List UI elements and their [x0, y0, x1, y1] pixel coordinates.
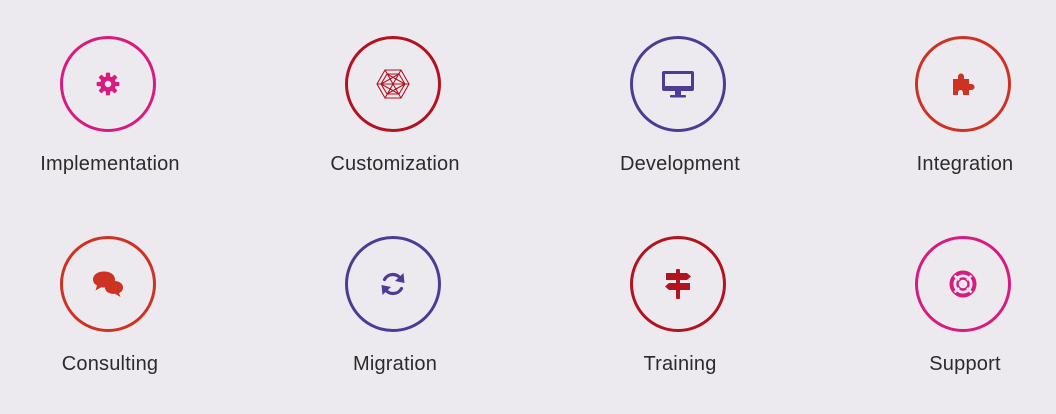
refresh-icon: [381, 272, 405, 296]
icon-circle: [630, 36, 726, 132]
service-label: Development: [619, 153, 741, 175]
signpost-icon: [665, 269, 691, 299]
service-customization[interactable]: Customization: [285, 36, 505, 196]
gear-icon: [96, 72, 120, 96]
service-migration[interactable]: Migration: [285, 236, 505, 396]
service-label: Training: [643, 353, 717, 375]
service-training[interactable]: Training: [570, 236, 790, 396]
service-label: Customization: [330, 153, 460, 175]
icon-circle: [60, 236, 156, 332]
service-integration[interactable]: Integration: [855, 36, 1056, 196]
icon-circle: [345, 236, 441, 332]
service-label: Migration: [352, 353, 438, 375]
service-development[interactable]: Development: [570, 36, 790, 196]
service-label: Integration: [916, 153, 1014, 175]
puzzle-piece-icon: [953, 73, 975, 95]
icon-circle: [60, 36, 156, 132]
monitor-icon: [662, 71, 694, 98]
service-label: Consulting: [61, 353, 159, 375]
hexagon-mesh-icon: [376, 69, 410, 99]
icon-circle: [345, 36, 441, 132]
chat-bubbles-icon: [93, 271, 123, 297]
service-label: Support: [929, 353, 1001, 375]
service-label: Implementation: [40, 153, 180, 175]
service-consulting[interactable]: Consulting: [0, 236, 220, 396]
service-implementation[interactable]: Implementation: [0, 36, 220, 196]
icon-circle: [915, 36, 1011, 132]
icon-circle: [630, 236, 726, 332]
lifebuoy-icon: [949, 270, 977, 298]
icon-circle: [915, 236, 1011, 332]
service-support[interactable]: Support: [855, 236, 1056, 396]
